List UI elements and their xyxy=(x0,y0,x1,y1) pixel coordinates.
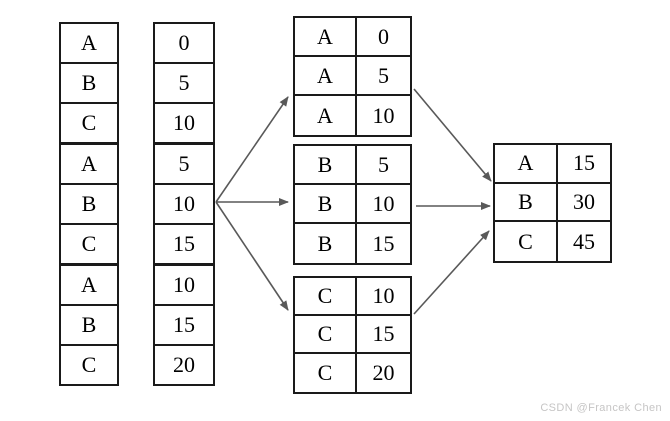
key-cell: A xyxy=(61,145,117,185)
value-cell: 15 xyxy=(155,306,213,346)
key-cell: C xyxy=(495,222,558,261)
key-cell: C xyxy=(295,354,357,392)
value-cell: 20 xyxy=(372,360,395,385)
key-cell: B xyxy=(61,64,117,104)
arrow-group-c-to-result xyxy=(413,230,490,315)
key-cell: C xyxy=(295,316,357,354)
value-cell: 10 xyxy=(357,278,410,316)
key-cell: C xyxy=(81,352,97,377)
value-cell: 15 xyxy=(357,316,410,354)
key-cell: A xyxy=(295,57,357,96)
key-cell: B xyxy=(295,224,357,263)
value-cell: 15 xyxy=(155,225,213,266)
value-cell: 10 xyxy=(155,104,213,145)
key-cell: B xyxy=(61,185,117,225)
key-cell: A xyxy=(61,24,117,64)
key-cell: A xyxy=(295,96,357,135)
key-cell: C xyxy=(61,104,117,145)
key-cell: B xyxy=(295,146,357,185)
value-cell: 5 xyxy=(357,146,410,185)
key-cell: B xyxy=(295,185,357,224)
arrow-shuffle-to-group-a xyxy=(215,96,289,203)
key-cell: A xyxy=(61,266,117,306)
value-cell: 5 xyxy=(155,145,213,185)
value-cell: 0 xyxy=(155,24,213,64)
value-cell: 5 xyxy=(357,57,410,96)
value-cell: 10 xyxy=(155,266,213,306)
value-cell: 45 xyxy=(573,228,595,254)
value-cell: 0 xyxy=(357,18,410,57)
value-cell: 15 xyxy=(558,145,610,184)
arrow-group-a-to-result xyxy=(413,88,492,182)
key-cell: C xyxy=(61,225,117,266)
key-cell: A xyxy=(295,18,357,57)
arrow-shuffle-to-group-c xyxy=(215,201,289,311)
key-cell: B xyxy=(61,306,117,346)
value-cell: 30 xyxy=(558,184,610,223)
value-cell: 10 xyxy=(372,102,395,128)
key-cell: A xyxy=(495,145,558,184)
value-cell: 10 xyxy=(357,185,410,224)
value-cell: 15 xyxy=(372,230,395,256)
value-cell: 5 xyxy=(155,64,213,104)
value-cell: 10 xyxy=(155,185,213,225)
watermark: CSDN @Francek Chen xyxy=(540,402,662,414)
value-cell: 20 xyxy=(173,352,195,377)
key-cell: B xyxy=(495,183,558,223)
key-cell: C xyxy=(295,278,357,316)
